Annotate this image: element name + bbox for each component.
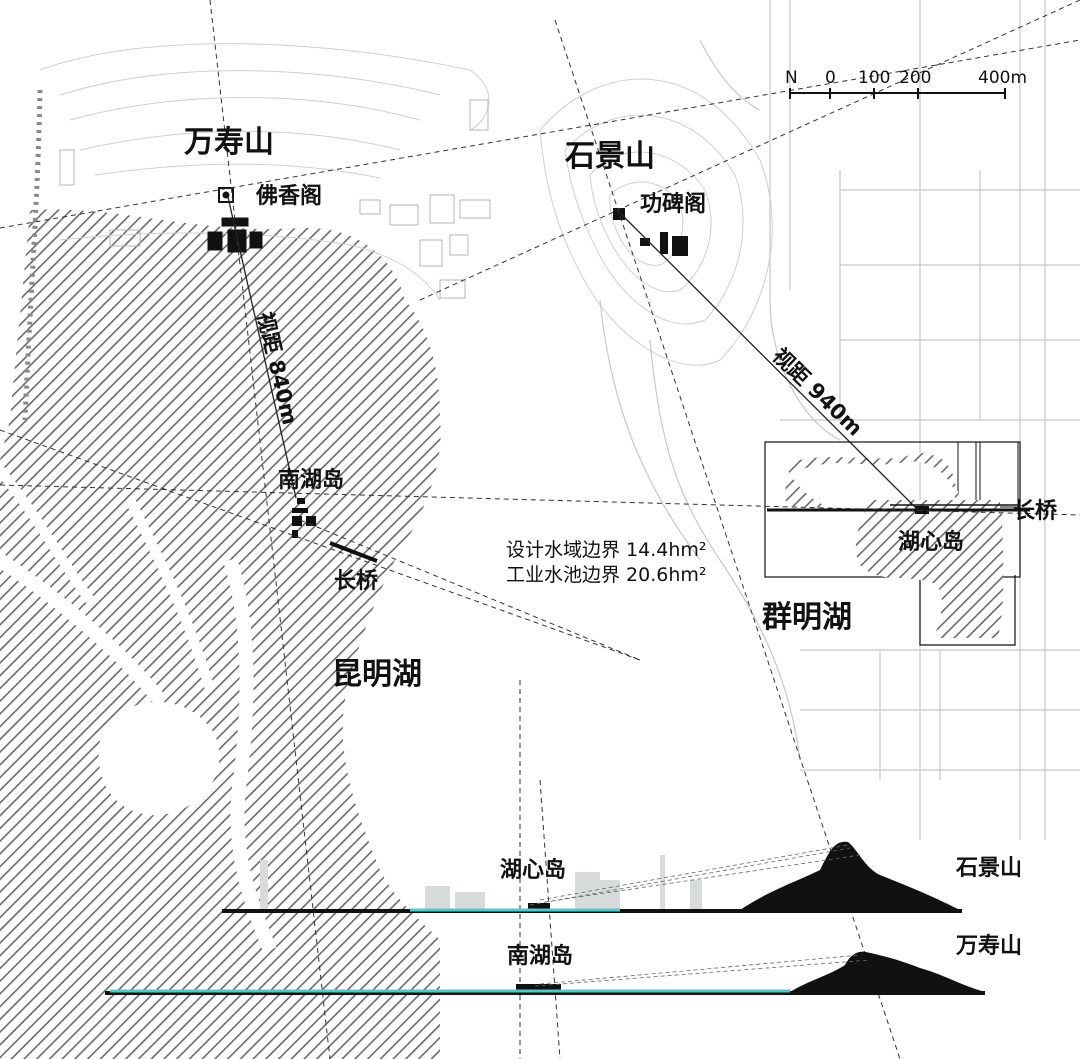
section-1-mountain-label: 石景山: [956, 856, 1023, 881]
pool-small-1: [957, 441, 977, 508]
gongbeige-complex: [613, 208, 688, 256]
land-strip-2: [0, 466, 215, 692]
label-wanshoushan: 万寿山: [184, 125, 274, 160]
design-boundary-box: [919, 575, 1016, 646]
pool-small-2: [979, 441, 1019, 508]
section-2-mountain-label: 万寿山: [956, 934, 1023, 959]
section-2-island-label: 南湖岛: [507, 944, 574, 969]
scale-tick-400m: 400m: [978, 68, 1028, 88]
sight-line-840: [227, 196, 297, 499]
label-qunminghu: 群明湖: [762, 600, 852, 635]
wanshoushan-hill: [39, 43, 490, 301]
label-pool-boundary: 工业水池边界 20.6hm²: [506, 564, 707, 586]
land-strip: [0, 554, 277, 953]
scale-bar: [789, 88, 1006, 99]
label-huxindao: 湖心岛: [898, 530, 965, 555]
label-changqiao-left: 长桥: [334, 569, 379, 594]
section-profile-2: [105, 951, 985, 995]
kunming-lake-water: [0, 209, 441, 1059]
scale-tick-200: 200: [899, 68, 932, 88]
scale-tick-0: 0: [825, 68, 836, 88]
foxiangge-complex: [207, 187, 263, 253]
label-nanhudao: 南湖岛: [278, 468, 345, 493]
scale-north: N: [785, 68, 798, 88]
west-bank: [22, 89, 43, 421]
nanhudao-island: [292, 498, 316, 538]
urban-roads: [599, 0, 1080, 840]
label-gongbeige: 功碑阁: [640, 192, 707, 217]
section-1-island-label: 湖心岛: [500, 858, 567, 883]
section-profile-1: [222, 841, 962, 913]
shijingshan-hill: [539, 78, 773, 366]
wanshoushan-buildings: [59, 99, 491, 299]
huxindao-building: [915, 506, 929, 514]
label-shijingshan: 石景山: [565, 139, 655, 174]
label-design-boundary: 设计水域边界 14.4hm²: [506, 539, 707, 561]
long-bridge-left: [329, 541, 378, 563]
qunming-lake-water-main: [785, 454, 1004, 638]
label-changqiao-right: 长桥: [1013, 499, 1058, 524]
land-patch: [98, 701, 220, 816]
sight-line-940: [619, 212, 919, 511]
scale-tick-100: 100: [858, 68, 891, 88]
label-foxiangge: 佛香阁: [256, 184, 323, 209]
label-kunminghu: 昆明湖: [332, 657, 422, 692]
